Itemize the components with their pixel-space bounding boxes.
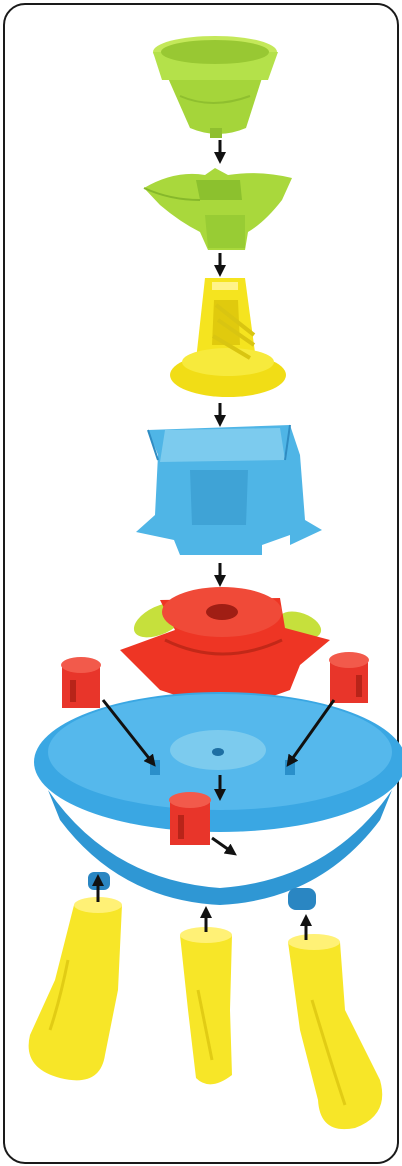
waterwheel-tower xyxy=(170,278,286,397)
stopper-plug-left xyxy=(61,657,101,708)
stopper-plug-center xyxy=(169,792,211,845)
leg-center xyxy=(180,927,232,1084)
leg-right xyxy=(288,934,382,1129)
stopper-plug-right xyxy=(329,652,369,703)
wing-tray xyxy=(144,168,292,250)
arrow-plug-center xyxy=(212,838,232,852)
leg-left xyxy=(29,897,122,1080)
water-basin xyxy=(34,692,402,910)
tower-base xyxy=(136,425,322,555)
funnel-bucket xyxy=(153,36,278,138)
